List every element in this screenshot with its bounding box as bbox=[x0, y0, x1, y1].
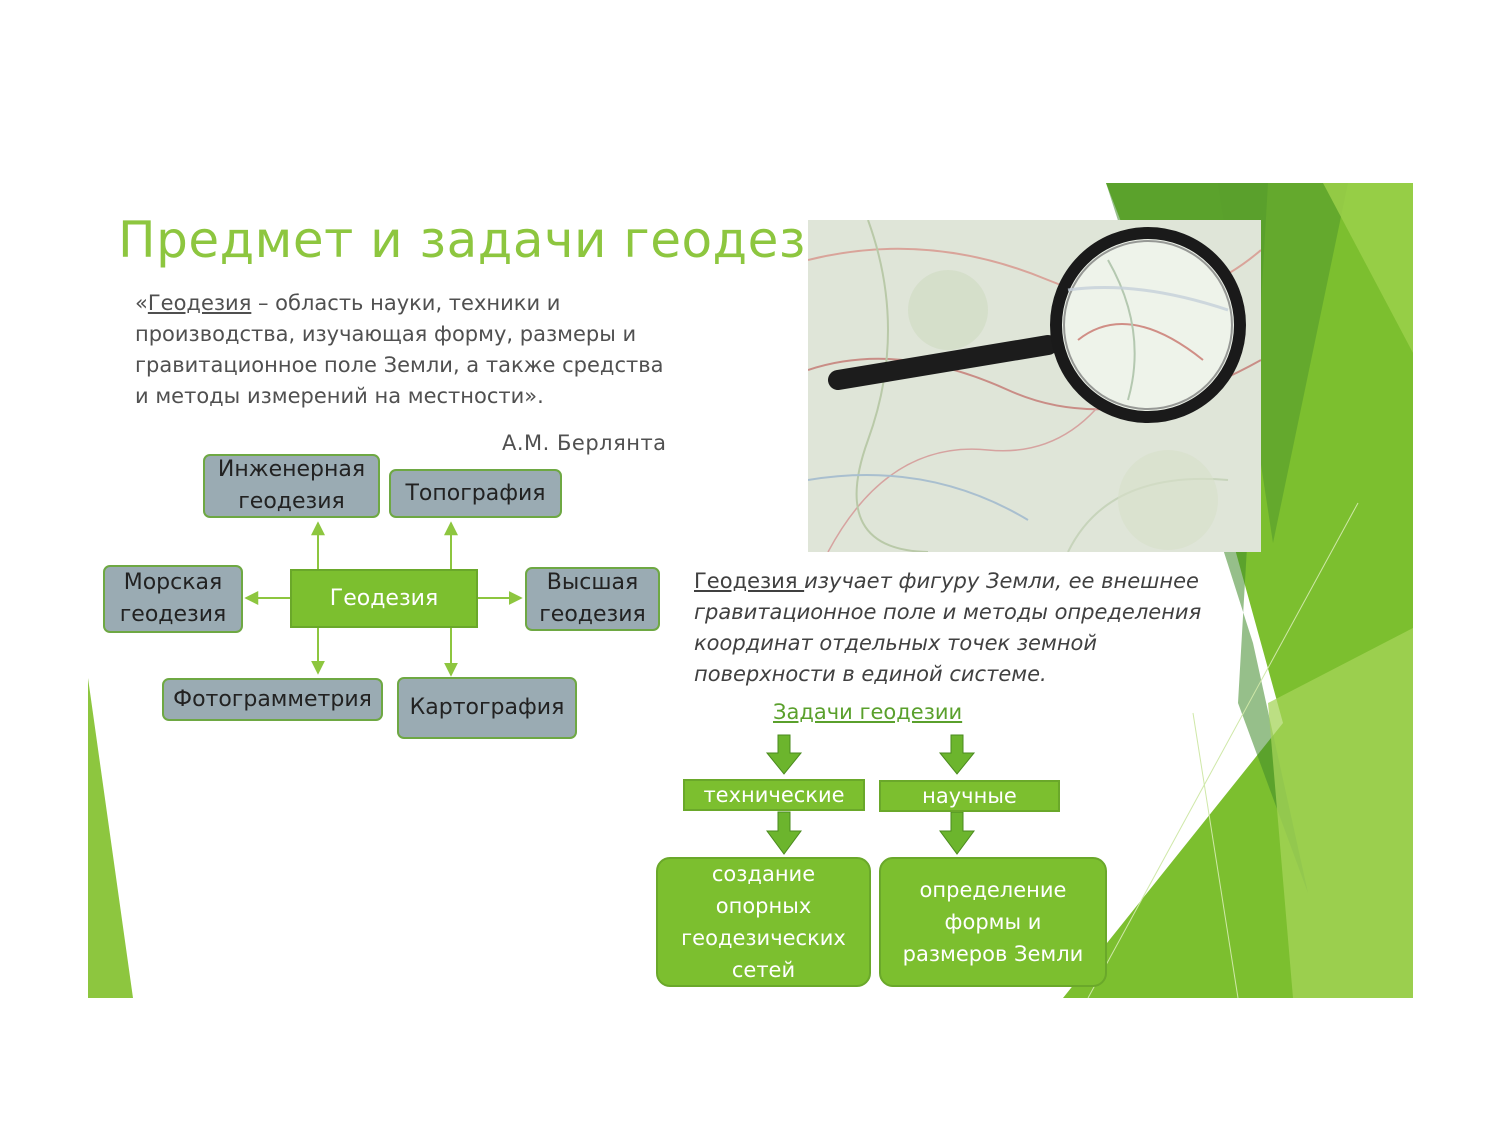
magnifier-icon bbox=[808, 220, 1261, 552]
quote-term: Геодезия bbox=[147, 291, 252, 315]
definition-term: Геодезия bbox=[694, 569, 805, 593]
node-topography: Топография bbox=[389, 469, 562, 518]
quote-open-mark: « bbox=[135, 291, 148, 315]
task-technical: технические bbox=[683, 779, 865, 811]
node-engineering-geodesy: Инженерная геодезия bbox=[203, 454, 380, 518]
geodesy-quote: «Геодезия – область науки, техники и про… bbox=[135, 288, 675, 412]
quote-text: – область науки, техники и производства,… bbox=[135, 291, 664, 408]
definition-text: изучает фигуру Земли, ее внешнее гравита… bbox=[694, 569, 1202, 686]
tasks-title: Задачи геодезии bbox=[773, 700, 963, 724]
quote-author: А.М. Берлянта bbox=[502, 431, 667, 455]
task-scientific: научные bbox=[879, 780, 1060, 812]
node-marine-geodesy: Морская геодезия bbox=[103, 565, 243, 633]
geodesy-definition: Геодезия изучает фигуру Земли, ее внешне… bbox=[694, 566, 1234, 690]
node-photogrammetry: Фотограмметрия bbox=[162, 678, 383, 721]
node-higher-geodesy: Высшая геодезия bbox=[525, 567, 660, 631]
diagram-connectors bbox=[244, 521, 523, 677]
node-geodesy-center: Геодезия bbox=[290, 569, 478, 628]
slide: Предмет и задачи геодезии «Геодезия – об… bbox=[88, 183, 1413, 998]
task-arrows bbox=[765, 734, 976, 855]
slide-title: Предмет и задачи геодезии bbox=[118, 211, 872, 269]
node-cartography: Картография bbox=[397, 677, 577, 739]
task-technical-goal: создание опорных геодезических сетей bbox=[656, 857, 871, 987]
task-scientific-goal: определение формы и размеров Земли bbox=[879, 857, 1107, 987]
map-magnifier-photo bbox=[808, 220, 1261, 552]
